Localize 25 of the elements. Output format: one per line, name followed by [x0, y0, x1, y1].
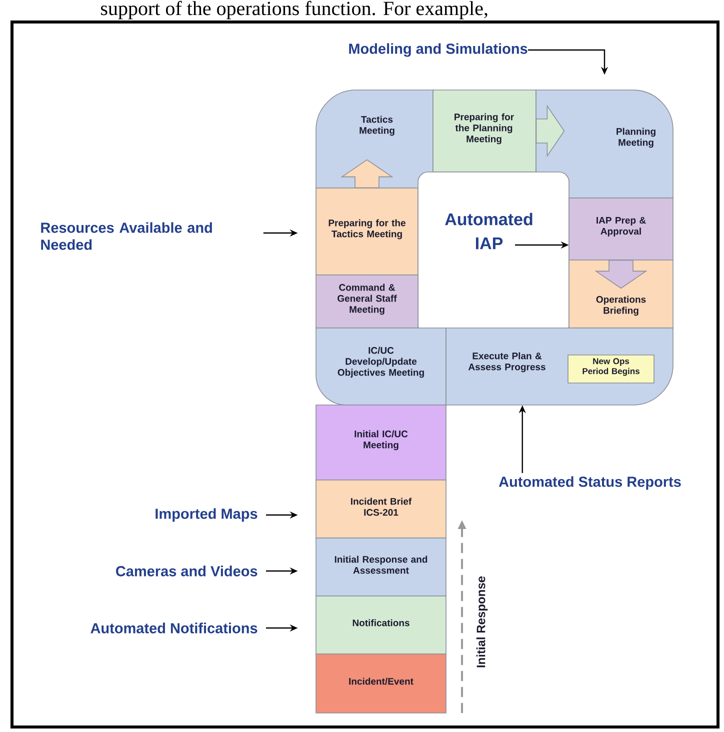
input-label: Modeling and Simulations — [349, 43, 528, 57]
input-label: Automated Notifications — [90, 622, 258, 634]
step-box: Incident Brief ICS-201 — [316, 480, 446, 538]
body-text: support of the operations function. For example, — [101, 0, 488, 20]
step-box: Notifications — [316, 596, 446, 654]
step-box: Operations Briefing — [568, 260, 674, 328]
step-box: IAP Prep & Approval — [568, 198, 674, 260]
system-box: Automated IAP — [418, 172, 570, 336]
step-box: Preparing for the Tactics Meeting — [316, 188, 418, 276]
period-box: New Ops Period Begins — [568, 354, 654, 384]
block-arrow — [536, 104, 565, 158]
input-label: Cameras and Videos — [116, 566, 258, 576]
meeting-box: Initial IC/UC Meeting — [316, 404, 446, 480]
input-label: Resources Available and Needed — [41, 222, 212, 250]
block-arrow — [340, 159, 394, 188]
step-box: Preparing for the Planning Meeting — [432, 90, 536, 172]
meeting-box: Command & General Staff Meeting — [316, 274, 418, 328]
step-box: Initial Response and Assessment — [316, 538, 446, 596]
axis-label: Initial Response — [476, 576, 488, 668]
block-arrow — [594, 260, 648, 289]
meeting-box: IC/UC Develop/Update Objectives Meeting — [316, 328, 446, 406]
input-label: Imported Maps — [156, 508, 258, 522]
input-label: Automated Status Reports — [498, 476, 681, 490]
event-box: Incident/Event — [316, 654, 446, 714]
meeting-box: Tactics Meeting — [316, 90, 434, 188]
